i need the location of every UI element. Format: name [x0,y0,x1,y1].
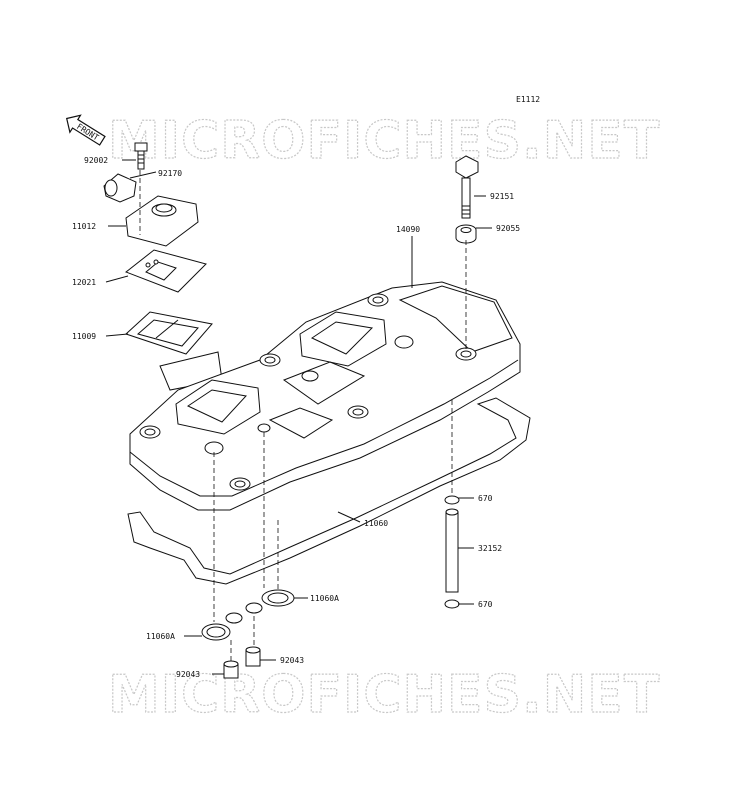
callout-670-bottom: 670 [478,600,493,609]
head-cover-gasket-11060 [127,397,531,585]
cap-92170 [103,173,137,203]
watermark-bottom: MICROFICHES.NET [108,665,660,725]
plug-seal-11060A-left [201,612,243,641]
callout-92043-right: 92043 [280,656,304,665]
front-arrow-icon: FRONT [65,114,106,146]
diagram-code: E1112 [516,95,540,104]
callout-11012: 11012 [72,222,96,231]
gasket-12021 [124,249,207,293]
callout-92151: 92151 [490,192,514,201]
bolt-92151 [455,155,479,219]
callout-32152: 32152 [478,544,502,553]
cylinder-head-cover-14090 [129,281,521,511]
callout-11060A-left: 11060A [146,632,175,641]
gasket-11009 [125,311,213,355]
cover-11012 [125,195,199,247]
callout-92055: 92055 [496,224,520,233]
callout-14090: 14090 [396,225,420,234]
plug-seal-11060A-right [245,589,295,614]
callout-11009: 11009 [72,332,96,341]
callout-670-top: 670 [478,494,493,503]
callout-12021: 12021 [72,278,96,287]
callout-92043-left: 92043 [176,670,200,679]
callout-92170: 92170 [158,169,182,178]
callout-11060A-right: 11060A [310,594,339,603]
watermark-top: MICROFICHES.NET [108,111,660,171]
grommet-92055 [455,224,477,244]
dowel-92043-right [245,646,261,667]
bolt-92002 [134,142,148,170]
callout-11060: 11060 [364,519,388,528]
dowel-92043-left [223,660,239,679]
pipe-32152 [444,495,460,609]
callout-92002: 92002 [84,156,108,165]
